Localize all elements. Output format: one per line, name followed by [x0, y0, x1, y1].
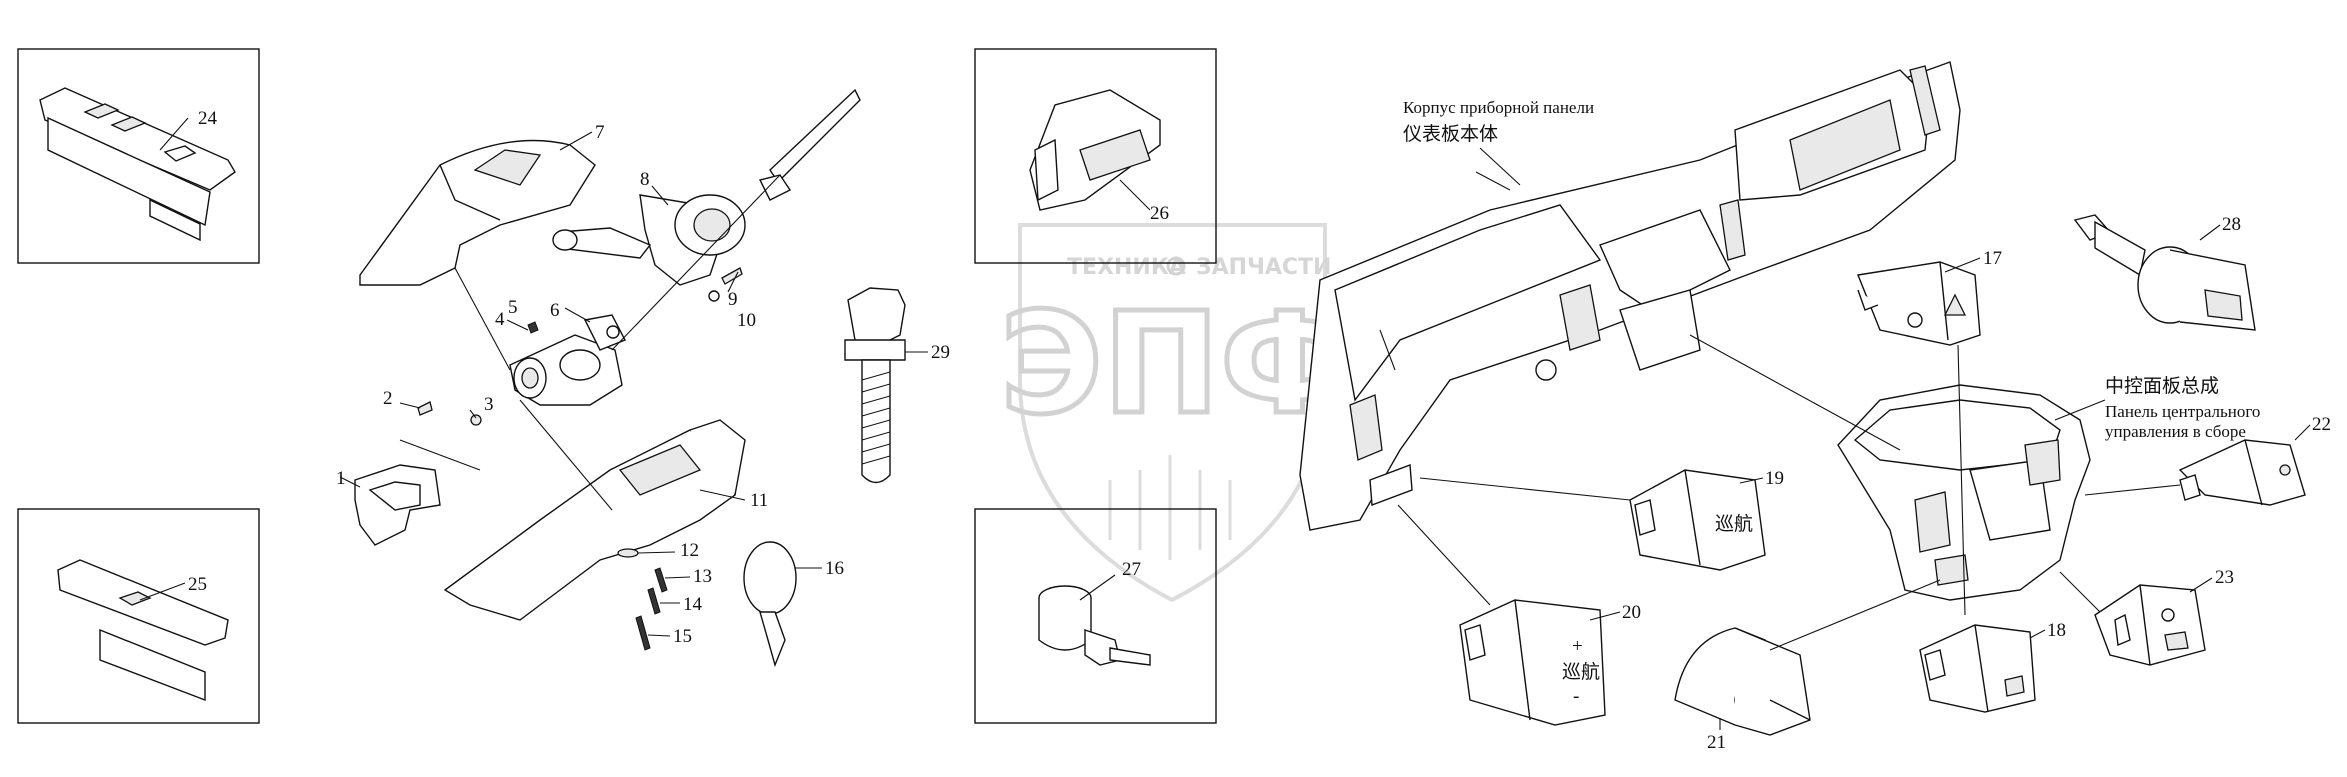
inset-frame-25: [17, 508, 260, 724]
watermark-big: ЭПФ: [1000, 283, 1359, 446]
callout-14: 14: [683, 594, 703, 615]
callout-27: 27: [1122, 559, 1141, 580]
callout-8: 8: [640, 169, 650, 190]
part-28-sensor: 28: [2073, 214, 2256, 331]
callout-29: 29: [931, 342, 950, 363]
part-20-cruise-switch: + 巡航 - 20: [1397, 504, 1641, 726]
part-8-combination-switch: 8: [552, 88, 861, 286]
callout-10: 10: [737, 310, 756, 331]
inset-frame-24: [17, 48, 260, 264]
part-1-bracket: 1: [336, 464, 441, 546]
watermark: ТЕХНИКА ЗАПЧАСТИ ЭПФ: [998, 223, 1361, 603]
part-22-switch: 22: [2084, 414, 2331, 506]
center-panel-label-ru-2: управления в сборе: [2105, 422, 2246, 441]
callout-23: 23: [2215, 567, 2234, 588]
part-18-fog-switch: 18: [1919, 620, 2066, 713]
part-7-upper-cover: 7: [359, 122, 605, 286]
callout-28: 28: [2222, 214, 2241, 235]
part-16-clamp: 16: [743, 541, 844, 668]
part-24-window-switch: 24: [39, 87, 236, 242]
part-12-15-screws: 12 13 14 15: [617, 540, 712, 651]
callout-17: 17: [1983, 248, 2002, 269]
switch-20-minus: -: [1573, 686, 1579, 707]
part-23-switch: 23: [2059, 567, 2234, 666]
callout-6: 6: [550, 300, 560, 321]
part-25-switch: 25: [57, 559, 229, 702]
callout-3: 3: [484, 394, 494, 415]
part-9-10-screws: 9 10: [708, 267, 756, 331]
center-panel-label-ru-1: Панель центрального: [2105, 402, 2260, 421]
callout-20: 20: [1622, 602, 1641, 623]
dashboard-body-label-ru: Корпус приборной панели: [1403, 98, 1594, 117]
callout-24: 24: [198, 108, 218, 129]
inset-frame-27: [974, 508, 1217, 724]
inset-frame-26: [974, 48, 1217, 264]
assembly-lines-column: [399, 174, 781, 511]
callout-15: 15: [673, 626, 692, 647]
part-27-sensor: 27: [1038, 559, 1151, 666]
part-11-lower-cover: 11: [443, 419, 768, 621]
callout-22: 22: [2312, 414, 2331, 435]
watermark-small-right: ЗАПЧАСТИ: [1196, 255, 1331, 280]
callout-18: 18: [2047, 620, 2066, 641]
callout-21: 21: [1707, 732, 1726, 753]
part-26-switch: 26: [1029, 89, 1169, 224]
part-5-screw: 5 4: [495, 297, 539, 334]
part-6-ignition-lock: 6: [509, 300, 626, 406]
callout-19: 19: [1765, 468, 1784, 489]
part-29-bolt: 29: [844, 287, 950, 484]
dashboard-body-label-cn: 仪表板本体: [1403, 123, 1498, 145]
callout-5: 5: [508, 297, 518, 318]
center-panel-assembly: 中控面板总成 Панель центрального управления в …: [1837, 375, 2260, 601]
center-panel-label-cn: 中控面板总成: [2105, 375, 2219, 397]
part-17-hazard-switch: 17: [1857, 248, 2002, 616]
switch-19-text: 巡航: [1715, 513, 1753, 535]
gear-icon: [1166, 256, 1186, 276]
callout-9: 9: [728, 289, 738, 310]
callout-13: 13: [693, 566, 712, 587]
callout-25: 25: [188, 574, 207, 595]
part-21-switch: 21: [1674, 579, 1941, 753]
part-19-cruise-switch: 巡航 19: [1419, 468, 1784, 571]
callout-11: 11: [750, 490, 768, 511]
callout-1: 1: [336, 468, 346, 489]
switch-20-text: 巡航: [1562, 661, 1600, 683]
part-3-screw: 3: [469, 394, 494, 426]
callout-16: 16: [825, 558, 844, 579]
assembly-line-dash-panel: [1689, 334, 1901, 451]
callout-26: 26: [1150, 203, 1169, 224]
switch-20-plus: +: [1572, 636, 1583, 657]
callout-12: 12: [680, 540, 699, 561]
dashboard-body: Корпус приборной панели 仪表板本体: [1299, 61, 1961, 531]
callout-7: 7: [595, 122, 605, 143]
part-2-screw: 2: [383, 388, 433, 416]
callout-2: 2: [383, 388, 393, 409]
watermark-small-left: ТЕХНИКА: [1067, 255, 1186, 280]
callout-4: 4: [495, 309, 505, 330]
